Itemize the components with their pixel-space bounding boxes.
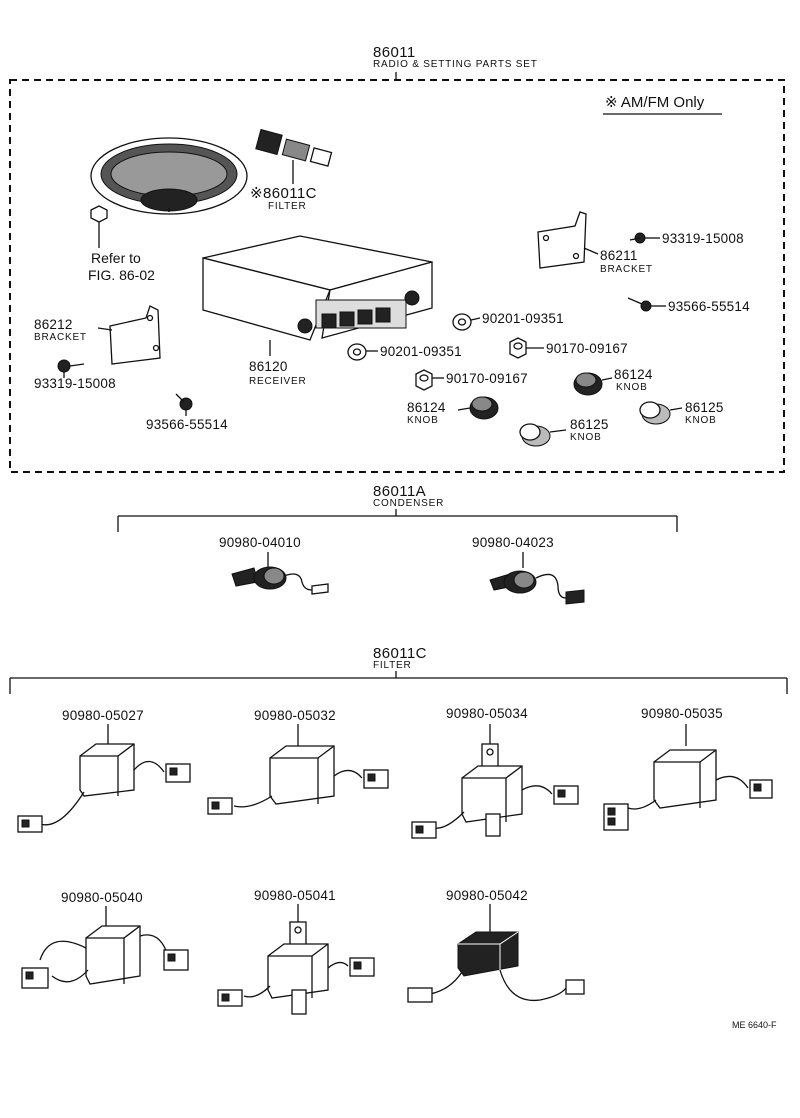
figure-code: ME 6640-F bbox=[732, 1020, 777, 1030]
refer-fig-label: FIG. 86-02 bbox=[88, 267, 155, 283]
screw-left-drawing bbox=[57, 359, 85, 378]
knob-a-name: KNOB bbox=[616, 382, 648, 393]
receiver-name: RECEIVER bbox=[249, 376, 307, 387]
screw-left-number: 93319-15008 bbox=[34, 376, 116, 391]
washer-a-number: 90201-09351 bbox=[482, 311, 564, 326]
filter-05040-drawing bbox=[21, 906, 189, 989]
filter-05041-drawing bbox=[217, 904, 375, 1015]
knob-c-drawing bbox=[519, 423, 567, 447]
screw-right-number: 93319-15008 bbox=[662, 231, 744, 246]
receiver-drawing bbox=[202, 235, 433, 356]
filter-number-label: ※86011C bbox=[250, 185, 317, 202]
filter-part-05035: 90980-05035 bbox=[641, 706, 723, 721]
bracket-left-drawing bbox=[97, 305, 161, 365]
radio-set-boundary bbox=[9, 79, 785, 473]
knob-a-number: 86124 bbox=[614, 367, 653, 382]
tap-screw-left-drawing bbox=[175, 393, 193, 416]
am-fm-note: ※ AM/FM Only bbox=[605, 94, 705, 111]
nut-a-drawing bbox=[509, 337, 544, 359]
speaker-nut bbox=[90, 205, 108, 248]
washer-b-number: 90201-09351 bbox=[380, 344, 462, 359]
washer-a-drawing bbox=[452, 313, 481, 331]
radio-set-number: 86011 bbox=[373, 44, 416, 61]
knob-a-drawing bbox=[573, 372, 613, 396]
filter-part-05032: 90980-05032 bbox=[254, 708, 336, 723]
condenser-b-drawing bbox=[489, 570, 585, 605]
knob-d-number: 86125 bbox=[685, 400, 724, 415]
filter-05042-drawing bbox=[407, 904, 585, 1003]
filter-part-05042: 90980-05042 bbox=[446, 888, 528, 903]
tap-screw-right-drawing bbox=[627, 297, 666, 312]
knob-b-drawing bbox=[457, 396, 499, 420]
filter-part-05034: 90980-05034 bbox=[446, 706, 528, 721]
filter-05032-drawing bbox=[207, 724, 389, 815]
bracket-right-name: BRACKET bbox=[600, 264, 653, 275]
bracket-right-drawing bbox=[537, 211, 599, 269]
condenser-a-drawing bbox=[231, 566, 329, 595]
condenser-part-a: 90980-04010 bbox=[219, 535, 301, 550]
washer-b-drawing bbox=[347, 343, 378, 361]
bracket-left-number: 86212 bbox=[34, 317, 73, 332]
knob-d-name: KNOB bbox=[685, 415, 717, 426]
knob-d-drawing bbox=[639, 401, 683, 425]
bracket-right-number: 86211 bbox=[600, 248, 638, 263]
knob-c-name: KNOB bbox=[570, 432, 602, 443]
filter-05034-drawing bbox=[411, 724, 579, 839]
knob-c-number: 86125 bbox=[570, 417, 609, 432]
condenser-number: 86011A bbox=[373, 483, 427, 500]
speaker-drawing bbox=[90, 137, 248, 215]
nut-a-number: 90170-09167 bbox=[546, 341, 628, 356]
filter-05027-drawing bbox=[17, 724, 191, 833]
bracket-left-name: BRACKET bbox=[34, 332, 87, 343]
condenser-part-b: 90980-04023 bbox=[472, 535, 554, 550]
filter-name-label: FILTER bbox=[268, 201, 307, 212]
radio-set-name: RADIO & SETTING PARTS SET bbox=[373, 59, 538, 70]
filter-part-05040: 90980-05040 bbox=[61, 890, 143, 905]
knob-b-name: KNOB bbox=[407, 415, 439, 426]
refer-to-label: Refer to bbox=[91, 250, 141, 266]
condenser-name: CONDENSER bbox=[373, 498, 445, 509]
filter-05035-drawing bbox=[603, 724, 773, 831]
filter-part-05041: 90980-05041 bbox=[254, 888, 336, 903]
filter-part-05027: 90980-05027 bbox=[62, 708, 144, 723]
filter-section-number: 86011C bbox=[373, 645, 427, 662]
nut-b-drawing bbox=[415, 369, 444, 391]
filter-bracket-lines bbox=[9, 671, 788, 694]
filter-plug-drawing bbox=[255, 128, 333, 184]
nut-b-number: 90170-09167 bbox=[446, 371, 528, 386]
tap-screw-left-number: 93566-55514 bbox=[146, 417, 228, 432]
condenser-bracket-lines bbox=[117, 509, 678, 568]
knob-b-number: 86124 bbox=[407, 400, 446, 415]
filter-section-name: FILTER bbox=[373, 660, 412, 671]
receiver-number: 86120 bbox=[249, 359, 288, 374]
tap-screw-right-number: 93566-55514 bbox=[668, 299, 750, 314]
screw-right-drawing bbox=[629, 232, 660, 244]
